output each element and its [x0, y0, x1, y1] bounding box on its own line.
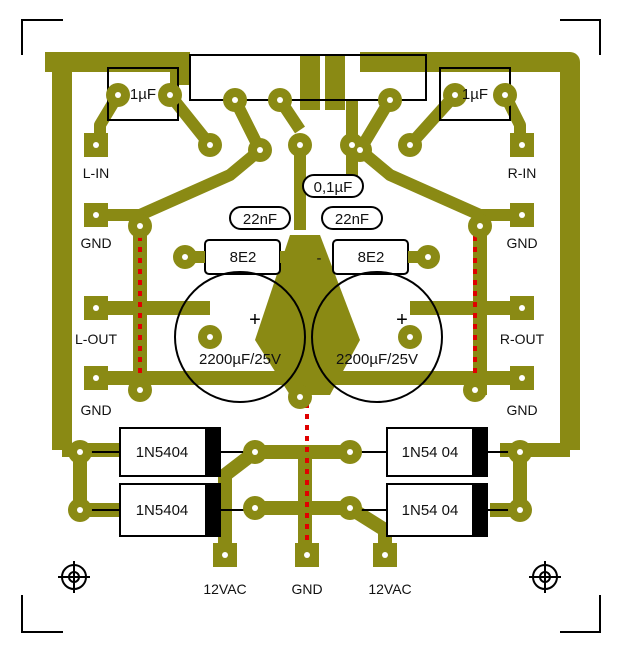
diode-1-band	[205, 428, 220, 476]
diode-3-band	[472, 428, 487, 476]
ic-outline	[189, 54, 427, 101]
elco-right-label: 2200µF/25V	[336, 351, 418, 368]
cap-in-left-label: 1µF	[130, 86, 156, 103]
diode-4-body	[386, 483, 488, 537]
12vac-left-label: 12VAC	[203, 581, 246, 597]
crop-marks	[21, 19, 601, 633]
cap-22n-right-label: 22nF	[335, 211, 369, 228]
diodes	[80, 427, 520, 537]
mounting-hole-left-icon	[58, 561, 90, 593]
l-in-label: L-IN	[83, 165, 109, 181]
round-pad-holes	[77, 92, 523, 513]
center-copper-area	[255, 235, 360, 395]
mounting-hole-right-icon	[529, 561, 561, 593]
elco-right-plus: +	[396, 309, 408, 331]
r-in-label: R-IN	[508, 165, 537, 181]
diode-2-label: 1N5404	[136, 502, 189, 519]
gnd-right-top-label: GND	[506, 235, 537, 251]
square-pads	[84, 133, 534, 567]
diode-1-body	[119, 427, 221, 477]
jumpers	[138, 225, 477, 555]
elco-left-plus: +	[249, 309, 261, 331]
res-left-label: 8E2	[230, 249, 257, 266]
res-polarity-mark: -	[317, 250, 322, 267]
diode-2-band	[205, 484, 220, 536]
elco-left-label: 2200µF/25V	[199, 351, 281, 368]
cap-in-right-label: 1µF	[462, 86, 488, 103]
diode-3-label: 1N54 04	[402, 444, 459, 461]
diode-4-band	[472, 484, 487, 536]
round-pads	[68, 83, 532, 522]
gnd-right-bottom-label: GND	[506, 402, 537, 418]
cap-center-label: 0,1µF	[314, 179, 353, 196]
square-pad-holes	[93, 142, 525, 558]
elco-left-outline	[174, 271, 306, 403]
gnd-bottom-label: GND	[291, 581, 322, 597]
elco-right-outline	[311, 271, 443, 403]
l-out-label: L-OUT	[75, 331, 117, 347]
cap-22n-left-label: 22nF	[243, 211, 277, 228]
diode-4-label: 1N54 04	[402, 502, 459, 519]
r-out-label: R-OUT	[500, 331, 545, 347]
diode-1-label: 1N5404	[136, 444, 189, 461]
gnd-left-bottom-label: GND	[80, 402, 111, 418]
cap-22n-right-outline	[321, 206, 383, 230]
diode-3-body	[386, 427, 488, 477]
diode-2-body	[119, 483, 221, 537]
12vac-right-label: 12VAC	[368, 581, 411, 597]
cap-22n-left-outline	[229, 206, 291, 230]
cap-center-outline	[302, 174, 364, 198]
gnd-left-top-label: GND	[80, 235, 111, 251]
res-right-label: 8E2	[358, 249, 385, 266]
